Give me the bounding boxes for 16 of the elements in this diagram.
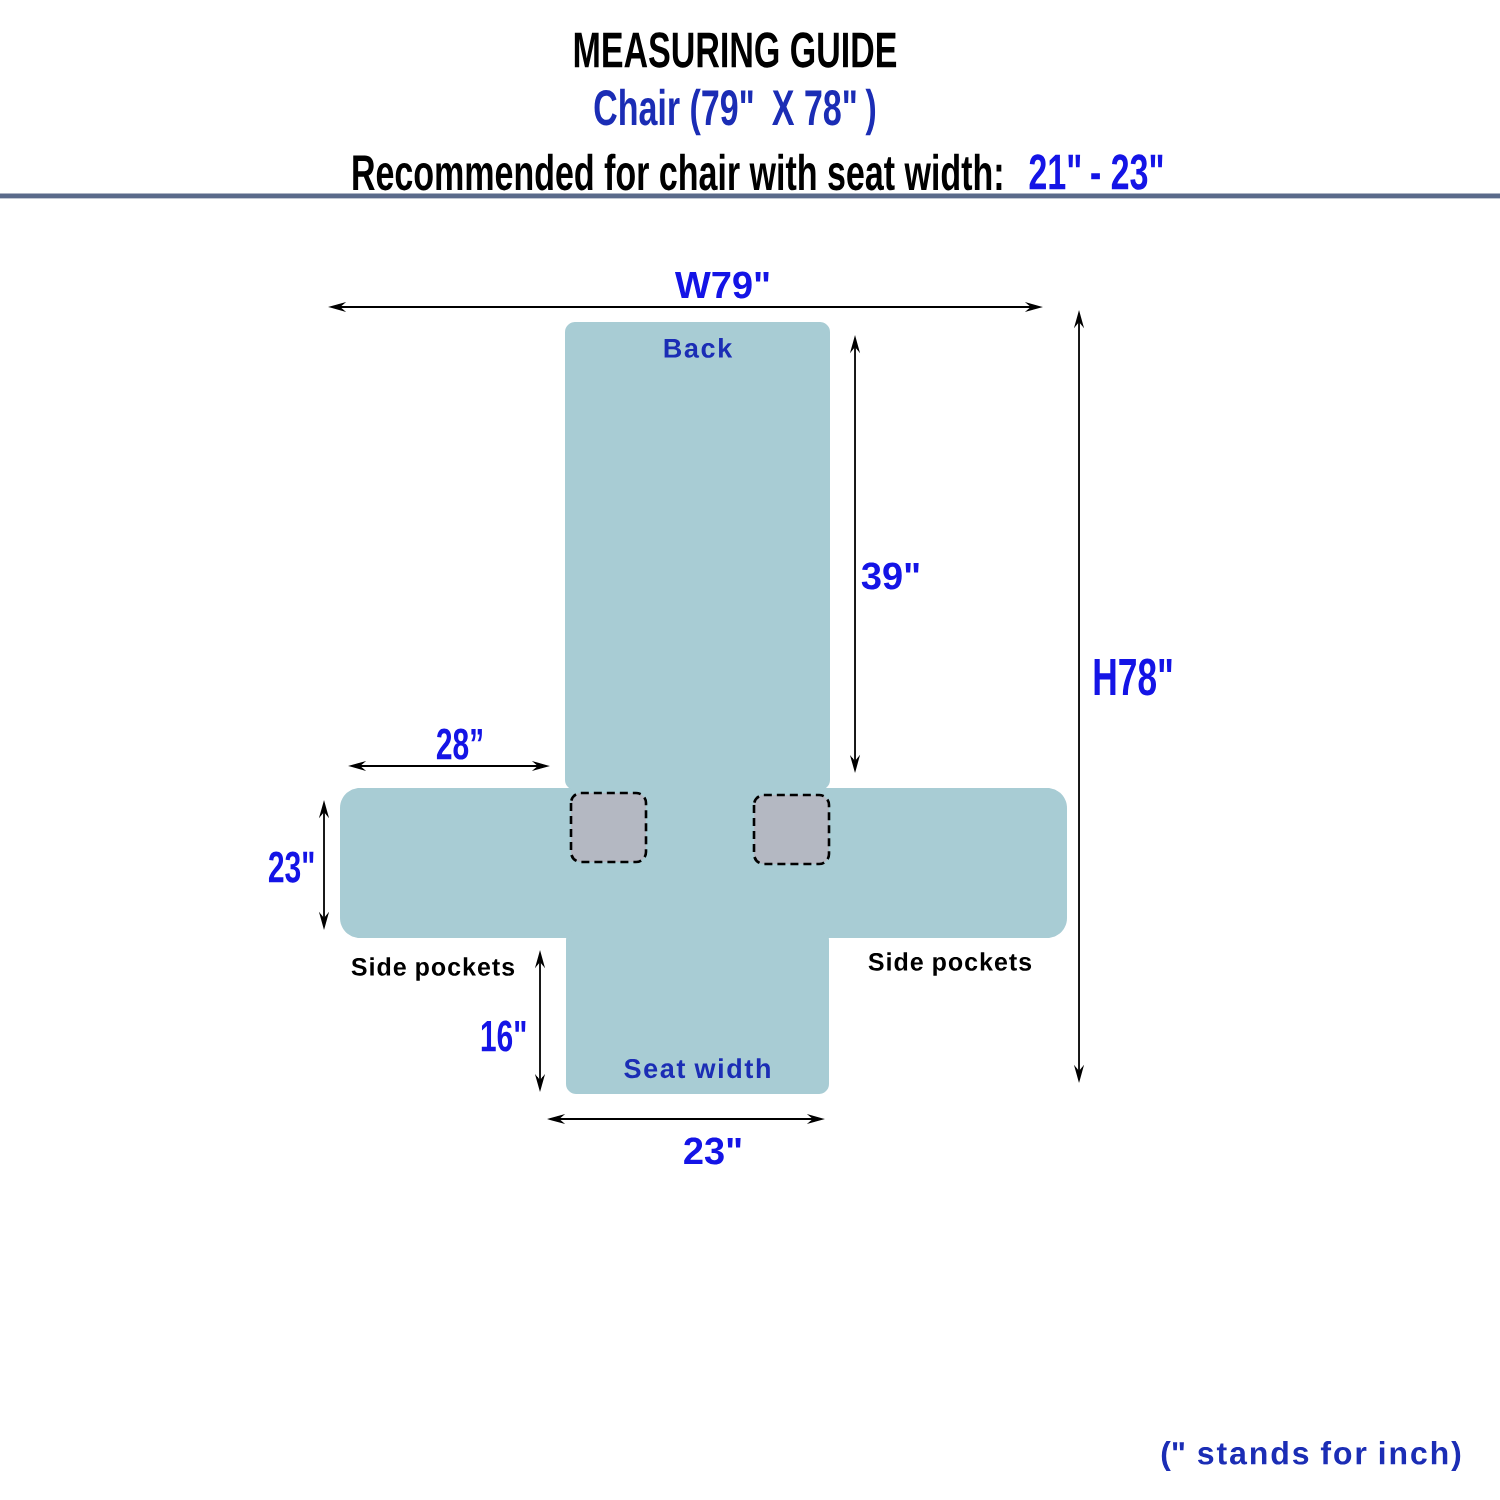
footnote: (" stands for inch) <box>1161 1441 1461 1471</box>
dimension-label: 16" <box>481 1020 526 1052</box>
node-label: Back <box>664 338 733 358</box>
back-panel: Back <box>565 322 830 790</box>
title: MEASURING GUIDE <box>574 32 897 68</box>
note-text: Recommended for chair with seat width: <box>353 153 1002 191</box>
dimension-label: 23" <box>268 851 314 883</box>
part-label: Side pockets <box>351 957 515 981</box>
note-text: 21"- 23" <box>1029 154 1163 190</box>
subtitle: Chair (79" X 78") <box>594 88 876 136</box>
part-label: Side pockets <box>868 952 1032 976</box>
dimension-label: H78" <box>1094 658 1172 696</box>
node-label: Seat width <box>624 1058 770 1079</box>
dimension-label: 23" <box>684 1137 741 1165</box>
dimension-label: 28” <box>436 728 482 760</box>
seat-panel: Seat width <box>566 930 829 1094</box>
